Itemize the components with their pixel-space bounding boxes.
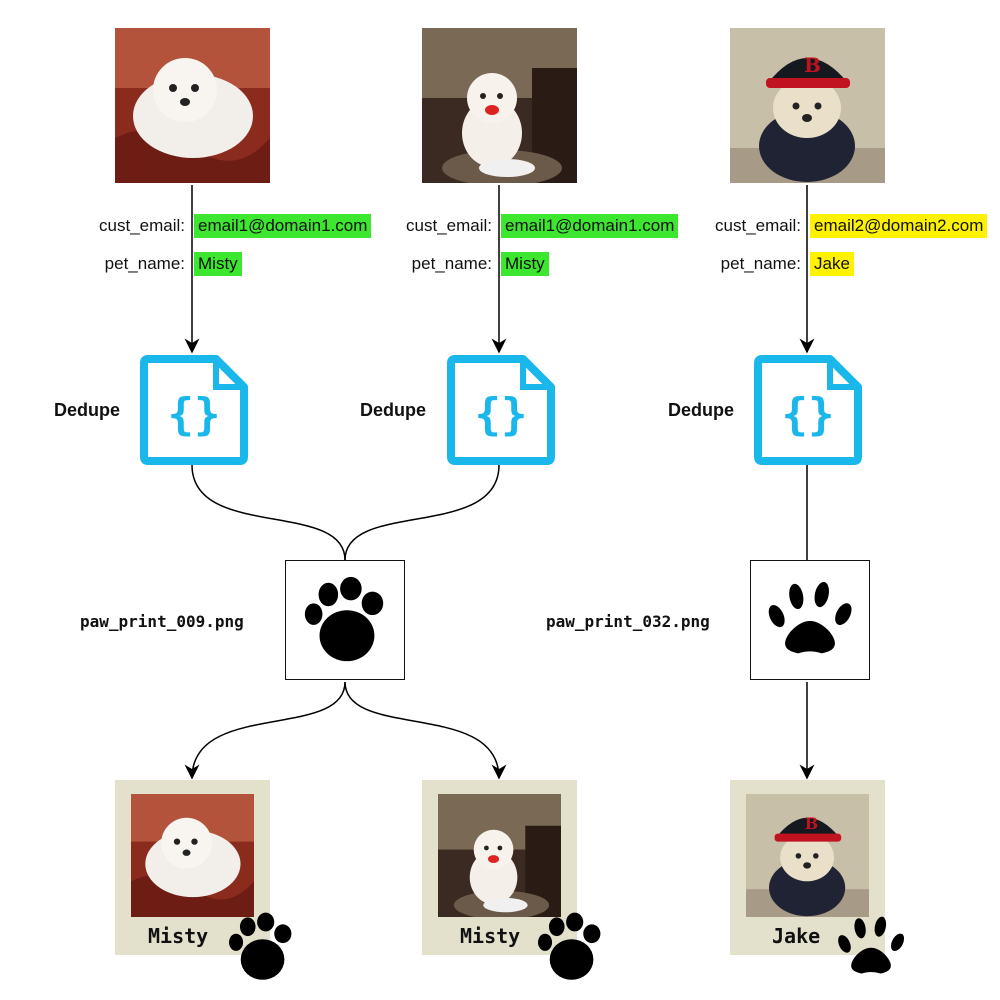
card-photo-3 (744, 794, 871, 917)
merge-curve-2 (344, 464, 500, 561)
pet-label-2: pet_name: (411, 254, 492, 273)
white-bichon-photo-icon (115, 28, 270, 183)
dedupe-label-3: Dedupe (668, 400, 735, 420)
split-curve-2 (344, 681, 507, 780)
round-paw-print-icon (222, 908, 300, 986)
dedupe-label-1: Dedupe (54, 400, 121, 420)
paw-print-box-1 (285, 560, 405, 680)
pet-photo-3 (730, 28, 885, 183)
json-document-icon (752, 355, 864, 467)
split-curve-1 (184, 681, 346, 780)
round-paw-print-icon (286, 561, 404, 679)
paw-filename-2: paw_print_032.png (546, 612, 710, 631)
email-value-2: email1@domain1.com (501, 214, 679, 238)
white-bichon-table-photo-icon (422, 28, 577, 183)
card-caption-3: Jake (772, 924, 821, 948)
card-photo-2 (436, 794, 563, 917)
white-bichon-photo-icon (129, 794, 256, 917)
round-paw-print-icon (531, 908, 609, 986)
card-caption-1: Misty (148, 924, 209, 948)
pet-photo-2 (422, 28, 577, 183)
pet-photo-1 (115, 28, 270, 183)
pointed-paw-print-icon (751, 561, 869, 679)
white-bichon-table-photo-icon (436, 794, 563, 917)
email-label-1: cust_email: (99, 216, 185, 235)
email-label-3: cust_email: (715, 216, 801, 235)
json-document-icon (138, 355, 250, 467)
card-photo-1 (129, 794, 256, 917)
dedupe-label-2: Dedupe (360, 400, 427, 420)
pet-label-1: pet_name: (104, 254, 185, 273)
merge-curve-1 (191, 464, 346, 561)
card-caption-2: Misty (460, 924, 521, 948)
paw-print-box-2 (750, 560, 870, 680)
pet-value-3: Jake (810, 252, 854, 276)
pointed-paw-print-icon (832, 908, 910, 986)
email-value-1: email1@domain1.com (194, 214, 372, 238)
pet-value-2: Misty (501, 252, 549, 276)
dog-in-cap-photo-icon (744, 794, 871, 917)
json-document-icon (445, 355, 557, 467)
pet-value-1: Misty (194, 252, 242, 276)
dog-in-cap-photo-icon (730, 28, 885, 183)
email-label-2: cust_email: (406, 216, 492, 235)
email-value-3: email2@domain2.com (810, 214, 988, 238)
pet-label-3: pet_name: (720, 254, 801, 273)
paw-filename-1: paw_print_009.png (80, 612, 244, 631)
